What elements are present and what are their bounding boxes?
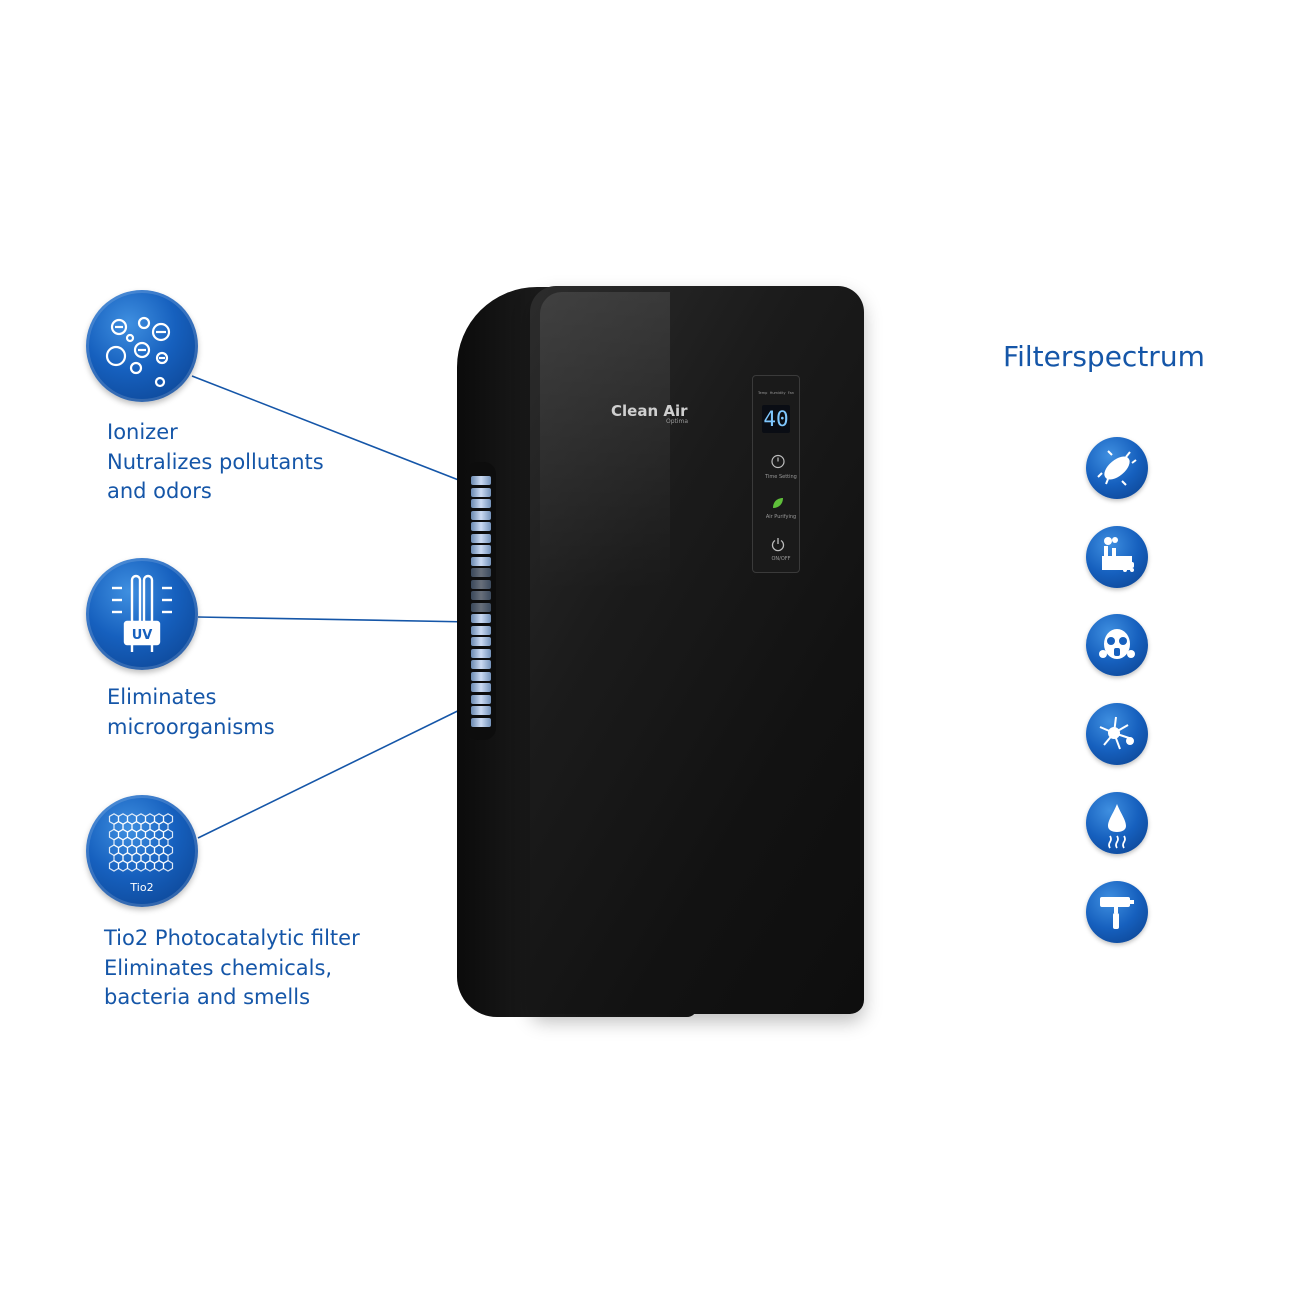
vent-bar [471,499,491,508]
tio2-line-2: Eliminates chemicals, [104,955,333,980]
vent-bar [471,648,491,658]
tio2-filter-icon: Tio2 [86,795,198,907]
device-vent [466,462,496,740]
gas-mask-icon [1086,614,1148,676]
vent-bar [471,614,491,623]
panel-label-temp: Temp [758,391,768,395]
air-purifying-button[interactable]: Air Purifying [765,514,797,520]
device-display [762,405,790,433]
bacteria-icon [1086,437,1148,499]
allergen-icon [1086,703,1148,765]
vent-bar [471,476,491,485]
display-value: 40 [763,407,789,431]
ionizer-title: Ionizer [107,420,178,444]
vent-bar [471,602,491,612]
uv-lamp-label: UV [132,628,153,643]
time-setting-button[interactable]: Time Setting [765,474,797,480]
odor-nose-icon [1086,792,1148,854]
vent-bar [471,510,491,520]
vent-bar [471,545,491,554]
paint-roller-icon [1086,881,1148,943]
vent-bar [471,660,491,669]
uv-lamp-icon: UV [86,558,198,670]
vent-bar [471,683,491,692]
tio2-filter-label: Tio2 [129,881,153,894]
vent-bar [471,533,491,543]
uv-description: Eliminates microorganisms [107,683,275,742]
panel-label-humidity: Humidity [769,391,786,395]
device-brand-sub: Optima [666,418,689,425]
tio2-line-3: bacteria and smells [104,985,311,1009]
ionizer-line-3: and odors [107,479,212,503]
vent-bar [471,717,491,727]
tio2-description: Tio2 Photocatalytic filter Eliminates ch… [104,924,360,1013]
ionizer-line-2: Nutralizes pollutants [107,449,324,474]
vent-bar [471,706,491,715]
factory-pollution-icon [1086,526,1148,588]
vent-bar [471,694,491,704]
vent-bar [471,625,491,635]
leader-line-uv [197,616,473,623]
uv-line-2: microorganisms [107,714,275,739]
device-brand: Clean Air [611,402,688,420]
vent-bar [471,487,491,497]
panel-labels: Temp Humidity Fan [758,391,794,395]
device-front-panel [530,286,864,1014]
ionizer-description: Ionizer Nutralizes pollutants and odors [107,418,324,507]
leaf-icon[interactable] [770,495,786,511]
on-off-button[interactable]: ON/OFF [771,556,791,562]
timer-icon[interactable] [770,453,786,469]
vent-bar [471,591,491,600]
tio2-line-1: Tio2 Photocatalytic filter [104,926,360,950]
ionizer-icon [86,290,198,402]
vent-bar [471,556,491,566]
filterspectrum-title: Filterspectrum [1003,340,1205,373]
power-icon[interactable] [770,536,786,552]
uv-line-1: Eliminates [107,685,217,709]
vent-bar [471,637,491,646]
vent-bar [471,568,491,577]
vent-bar [471,522,491,531]
vent-bar [471,579,491,589]
device-gloss [540,292,670,592]
panel-label-fan: Fan [787,391,794,395]
vent-bar [471,671,491,681]
